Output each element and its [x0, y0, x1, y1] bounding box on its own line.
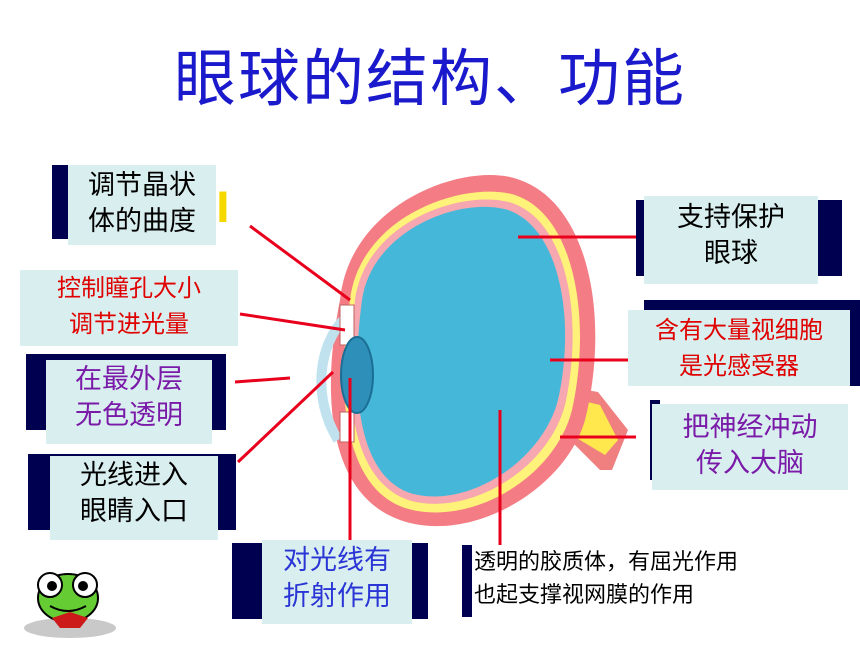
pupil-line-2: 眼睛入口: [80, 496, 188, 527]
lens-shape: [340, 336, 374, 414]
pointer-lines: [234, 224, 636, 545]
vitreous-label-bg: [472, 545, 824, 617]
lens-line-2: 折射作用: [283, 581, 391, 612]
pupil-label-bg: [50, 456, 218, 540]
retina-line-1: 含有大量视细胞: [655, 316, 823, 344]
sclera-label-bg: [644, 196, 818, 284]
ciliary-body-line-1: 调节晶状: [88, 170, 196, 201]
iris-label: 控制瞳孔大小 调节进光量: [20, 270, 238, 342]
retina-label: 含有大量视细胞 是光感受器: [628, 312, 850, 384]
lens-line-1: 对光线有: [283, 545, 391, 576]
ciliary-body-line-2: 体的曲度: [88, 206, 196, 237]
cornea-line-2: 无色透明: [75, 400, 183, 431]
retina-label-bg: [628, 310, 850, 386]
sclera-label: 支持保护 眼球: [644, 200, 818, 272]
iris-label-bg: [20, 270, 238, 346]
optic-line-2: 传入大脑: [696, 448, 804, 479]
ciliary-body-label: 调节晶状 体的曲度: [68, 168, 216, 240]
pupil-label: 光线进入 眼睛入口: [50, 458, 218, 530]
ciliary-hidden-char: l: [216, 186, 230, 232]
cornea-line-1: 在最外层: [75, 364, 183, 395]
sclera-line-2: 眼球: [704, 238, 758, 269]
iris-lower-shape: [339, 411, 355, 443]
cornea-label: 在最外层 无色透明: [46, 362, 212, 434]
vitreous-label-block: [462, 545, 474, 617]
vitreous-body: [357, 206, 566, 497]
lens-label-bg: [262, 540, 412, 624]
optic-line-1: 把神经冲动: [682, 412, 818, 443]
sclera-line-1: 支持保护: [677, 202, 785, 233]
lens-label: 对光线有 折射作用: [262, 543, 412, 615]
iris-line-2: 调节进光量: [69, 310, 189, 338]
optic-label-bg: [652, 404, 848, 490]
cornea-label-bg: [46, 360, 212, 444]
ciliary-label-bg: [68, 165, 216, 245]
frog-mascot-icon: [24, 572, 116, 638]
iris-line-1: 控制瞳孔大小: [57, 274, 201, 302]
ciliary-label-block: [52, 165, 68, 239]
retina-line-2: 是光感受器: [679, 352, 799, 380]
vitreous-line-2: 也起支撑视网膜的作用: [474, 583, 695, 608]
pupil-line-1: 光线进入: [80, 460, 188, 491]
page-title: 眼球的结构、功能: [173, 42, 686, 115]
vitreous-body-label: 透明的胶质体，有屈光作用 也起支撑视网膜的作用: [474, 546, 824, 612]
optic-nerve-label: 把神经冲动 传入大脑: [652, 410, 848, 482]
vitreous-line-1: 透明的胶质体，有屈光作用: [474, 550, 739, 575]
